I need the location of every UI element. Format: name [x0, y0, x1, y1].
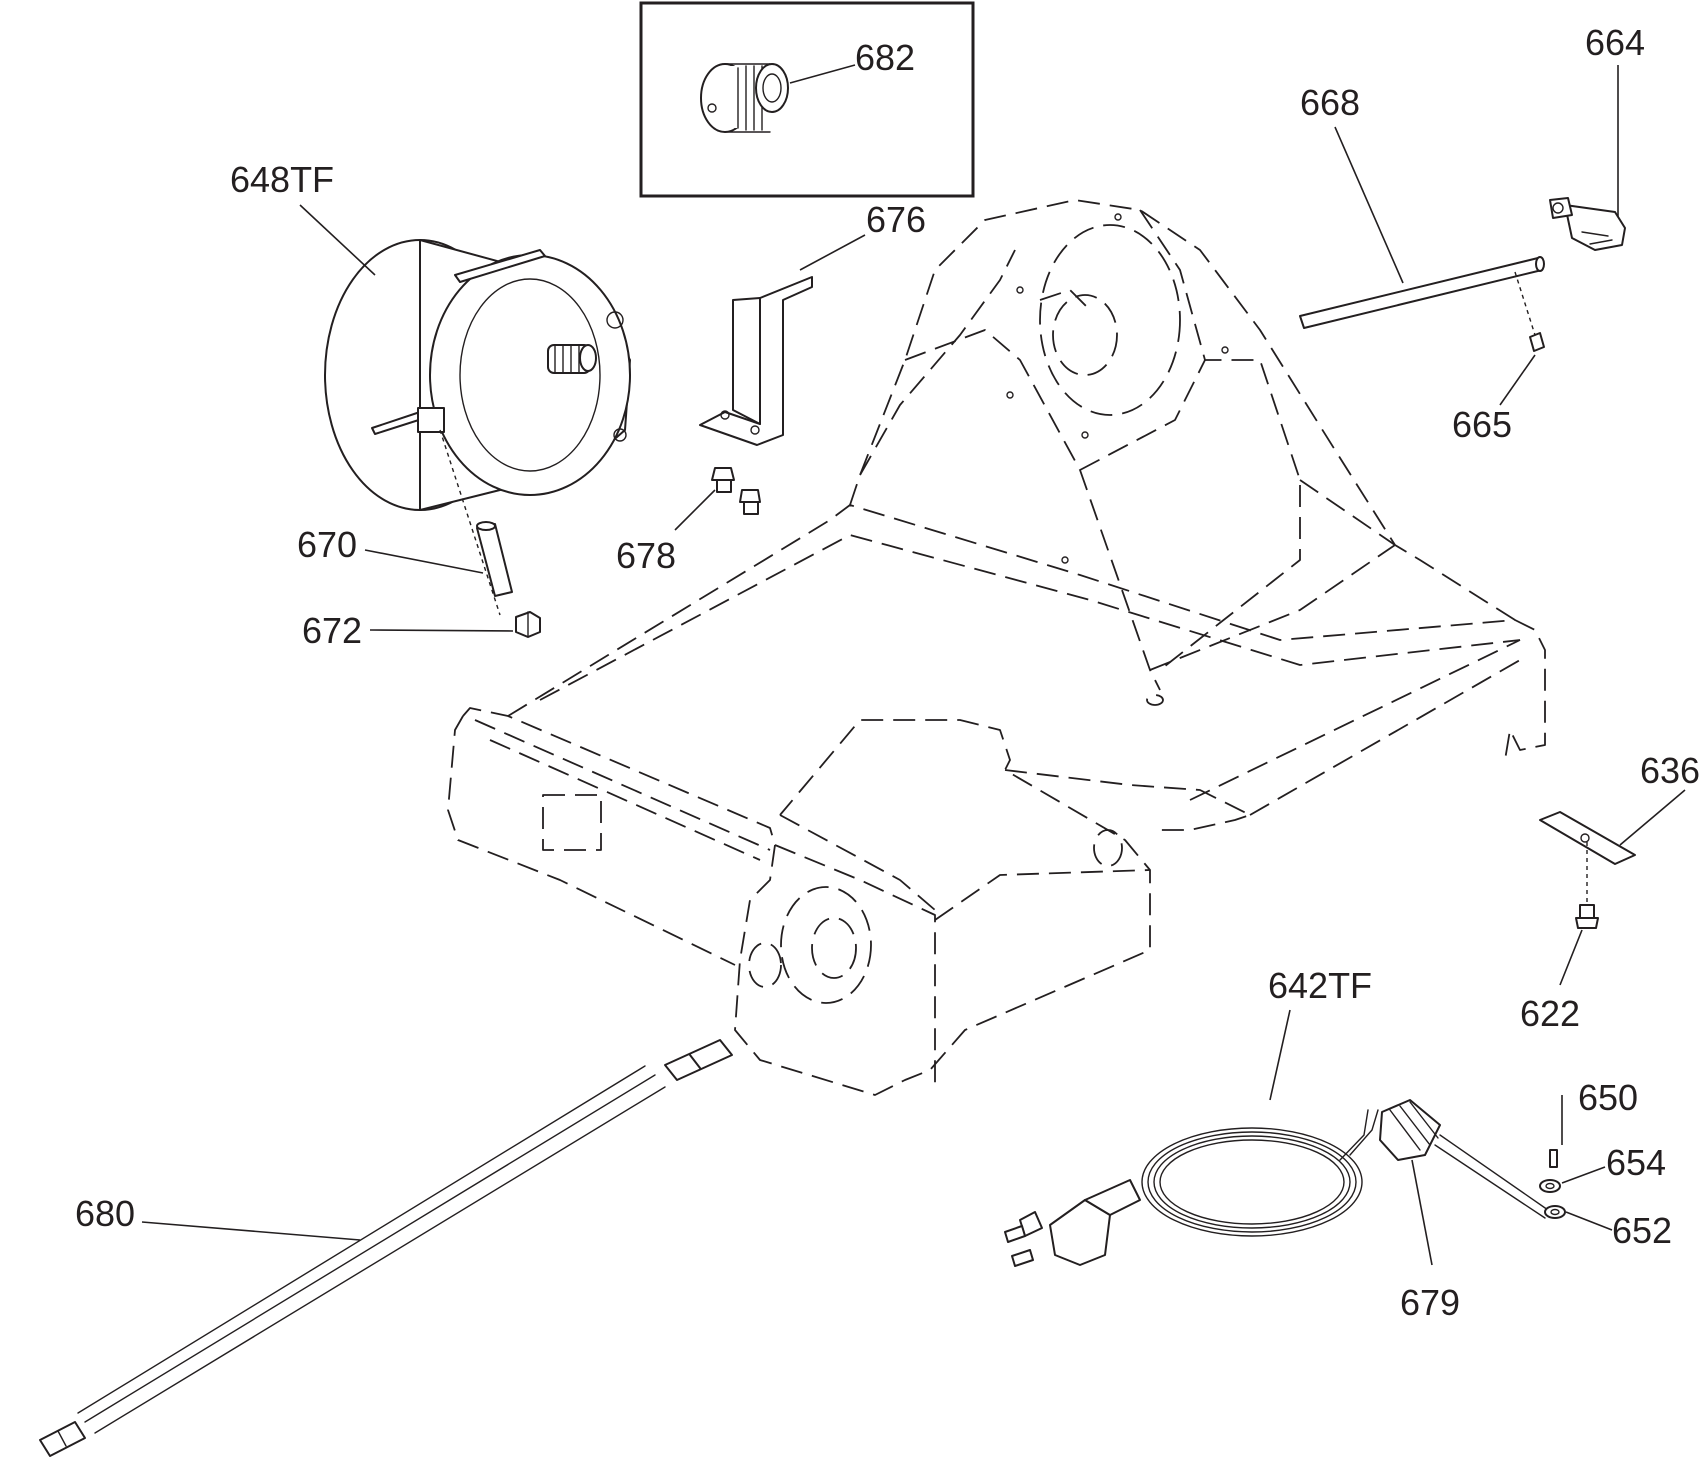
callout-652: 652 — [1612, 1210, 1672, 1251]
callout-665: 665 — [1452, 404, 1512, 445]
callout-642TF: 642TF — [1268, 965, 1372, 1006]
callout-680: 680 — [75, 1193, 135, 1234]
leader-636 — [1619, 789, 1686, 846]
callout-672: 672 — [302, 610, 362, 651]
leader-682 — [789, 64, 856, 84]
part-648TF-motor — [324, 239, 631, 511]
leader-678 — [674, 489, 716, 531]
callout-682: 682 — [855, 37, 915, 78]
callout-676: 676 — [866, 199, 926, 240]
callout-668: 668 — [1300, 82, 1360, 123]
leader-679 — [1411, 1159, 1433, 1266]
part-678-screws — [711, 467, 761, 515]
part-664-switch — [1549, 197, 1626, 251]
part-652-ring-terminal — [1544, 1205, 1566, 1219]
assembly-path-665 — [1514, 271, 1536, 336]
callout-654: 654 — [1606, 1142, 1666, 1183]
part-650-pin — [1549, 1149, 1558, 1168]
callout-636: 636 — [1640, 750, 1700, 791]
inset-detail-682: 682 — [639, 1, 975, 198]
part-682-threaded-fitting — [700, 63, 789, 133]
part-672-nut — [515, 611, 541, 638]
leader-648TF — [299, 204, 376, 276]
leader-670 — [364, 549, 484, 574]
leader-676 — [799, 234, 866, 271]
callout-650: 650 — [1578, 1077, 1638, 1118]
leader-672 — [369, 629, 514, 632]
leader-622 — [1559, 929, 1583, 986]
inset-frame — [639, 1, 975, 198]
leader-668 — [1334, 126, 1404, 284]
base-frame-outline — [447, 199, 1546, 1096]
part-622-screw — [1575, 904, 1599, 929]
callout-670: 670 — [297, 524, 357, 565]
callout-622: 622 — [1520, 993, 1580, 1034]
assembly-path-670 — [439, 429, 501, 616]
callout-648TF: 648TF — [230, 159, 334, 200]
part-642TF-power-cord — [1004, 1099, 1549, 1267]
part-636-plate — [1539, 811, 1636, 865]
leader-680 — [141, 1221, 361, 1241]
part-680-cable — [39, 1039, 733, 1457]
part-668-rod — [1299, 256, 1545, 329]
callout-678: 678 — [616, 535, 676, 576]
leader-652 — [1565, 1211, 1613, 1231]
callout-679: 679 — [1400, 1282, 1460, 1323]
part-665-setscrew — [1529, 332, 1545, 352]
leader-665 — [1499, 354, 1536, 406]
leader-642TF — [1269, 1009, 1291, 1101]
callout-664: 664 — [1585, 22, 1645, 63]
part-670-pin — [476, 521, 513, 597]
part-676-bracket — [699, 276, 813, 446]
part-654-washer — [1539, 1179, 1561, 1193]
leader-654 — [1561, 1166, 1606, 1184]
